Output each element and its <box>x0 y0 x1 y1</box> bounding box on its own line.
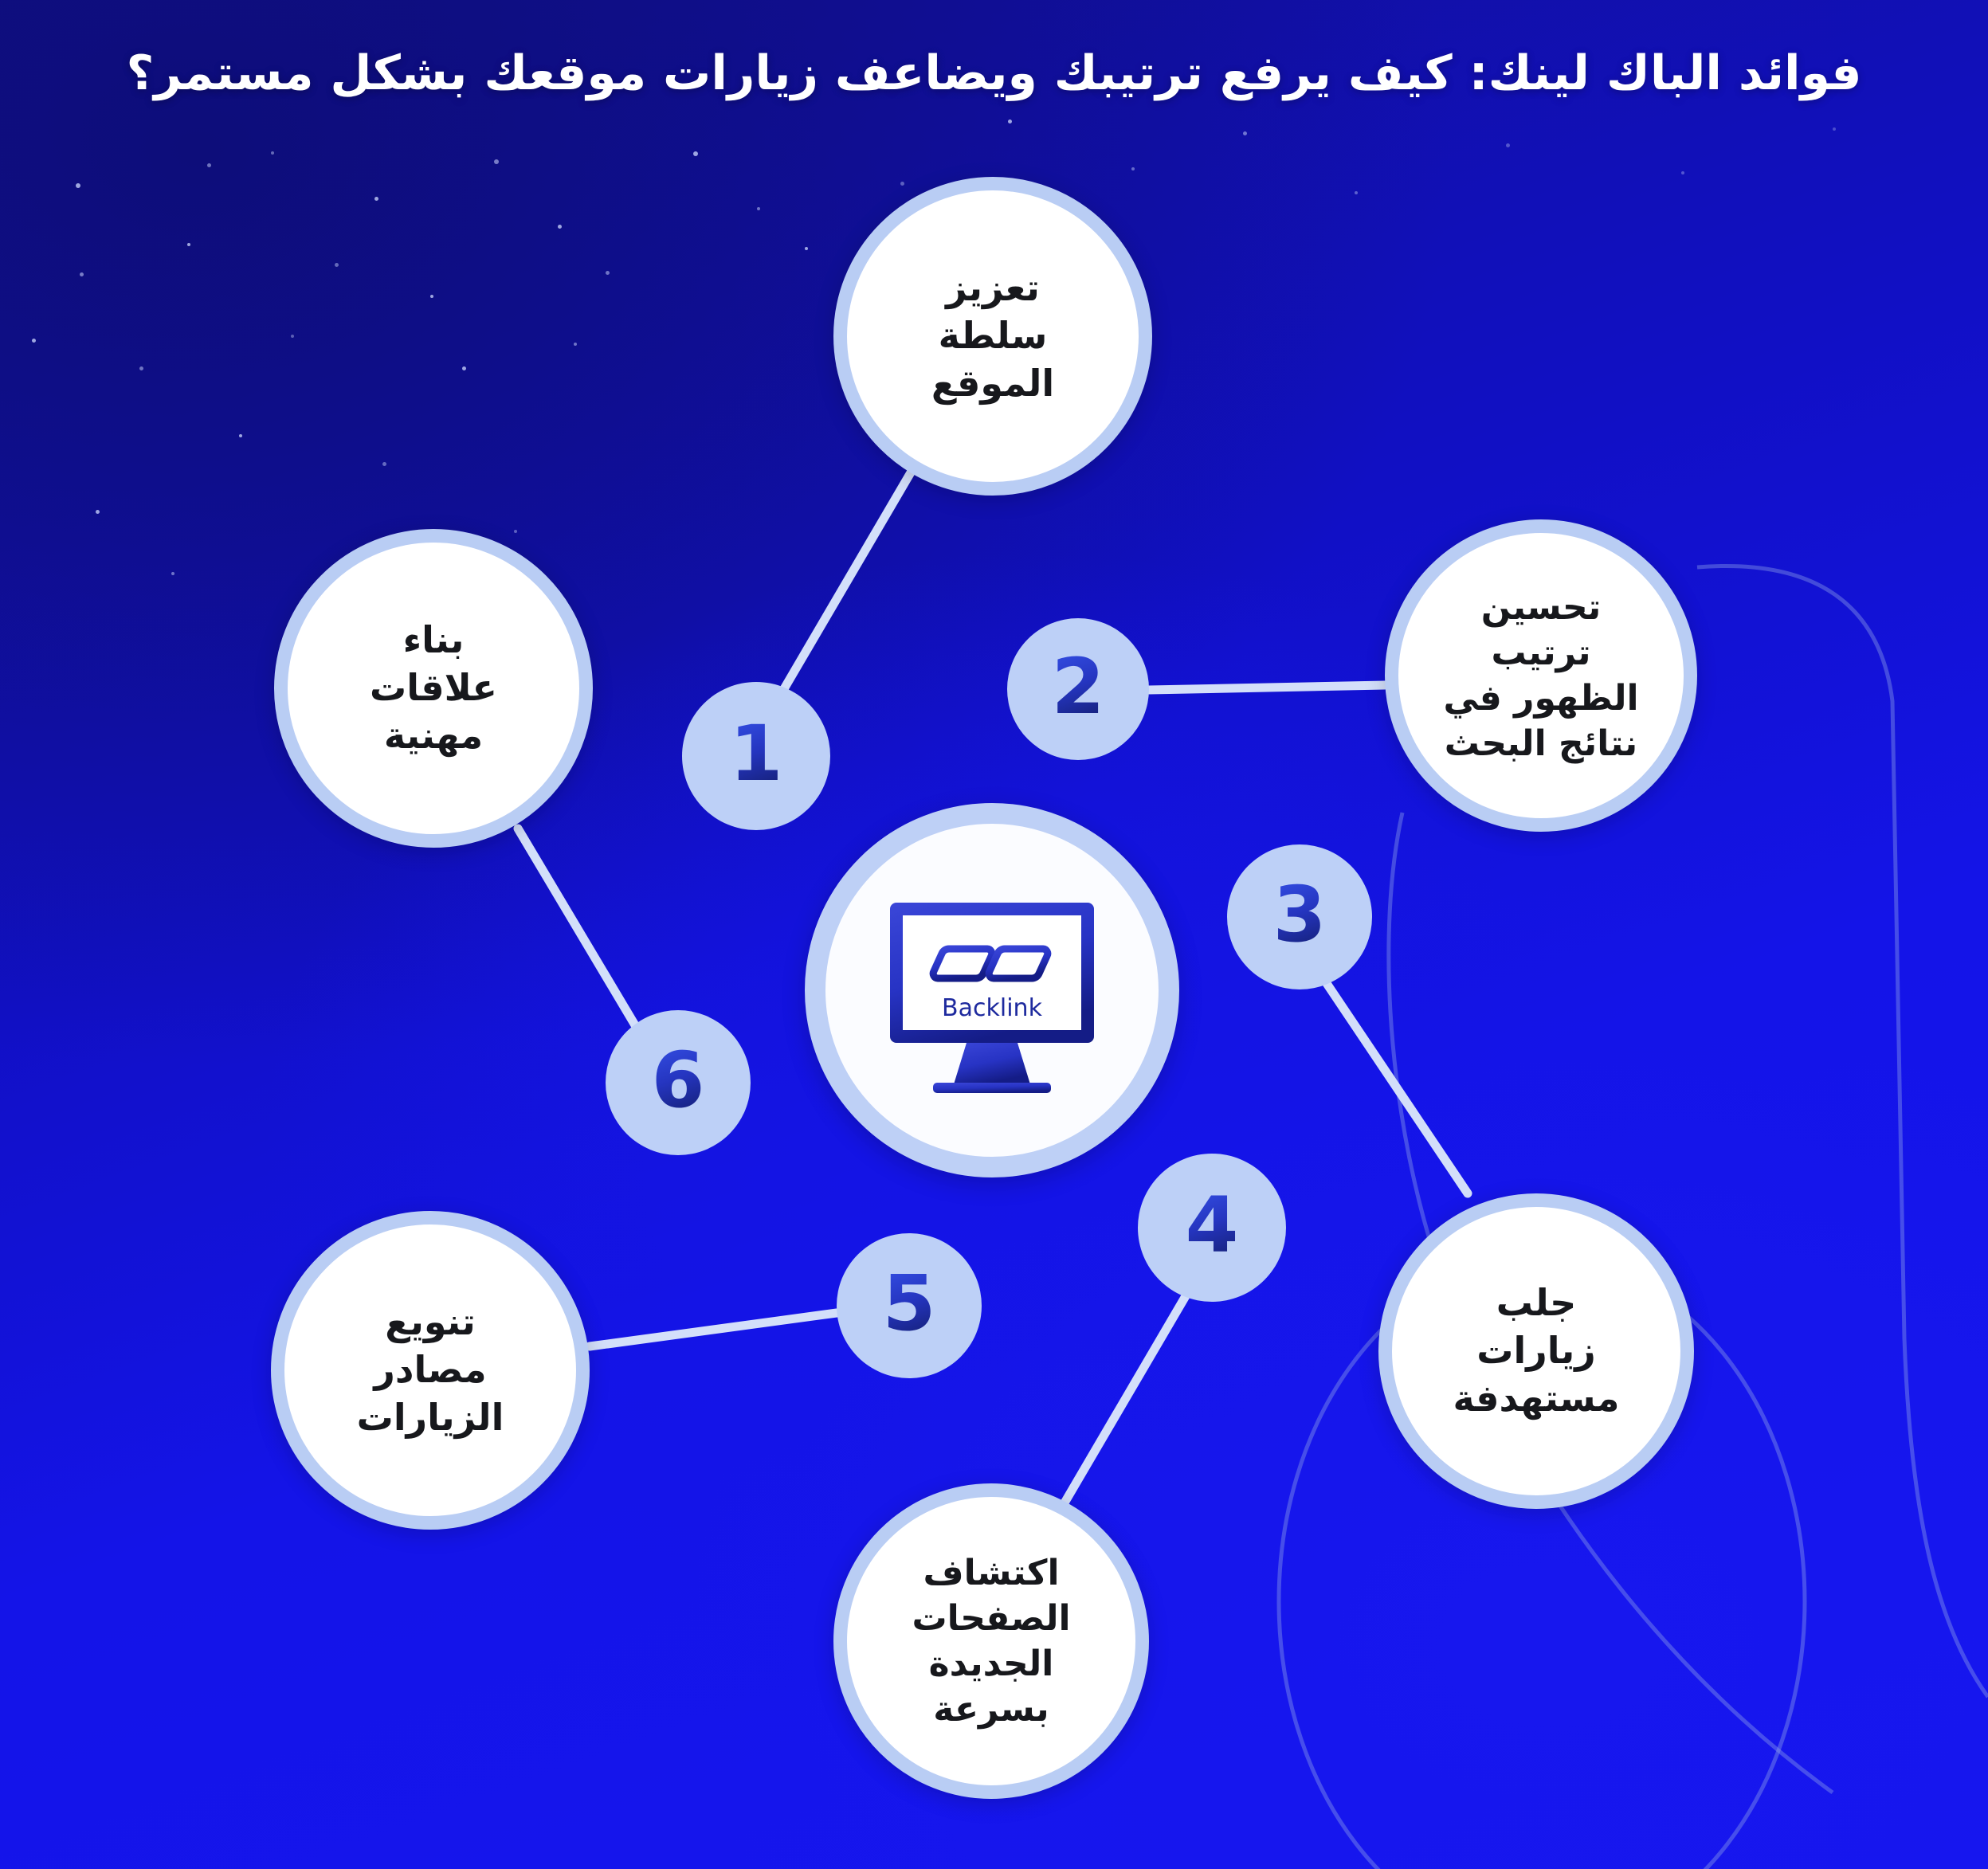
connector-4-to-node-4 <box>1053 1286 1194 1518</box>
node-diversify-traffic-sources[interactable]: تنويع مصادر الزيارات <box>271 1211 590 1530</box>
node-targeted-traffic[interactable]: جلب زيارات مستهدفة <box>1378 1193 1694 1509</box>
node-label: تحسين ترتيب الظهور في نتائج البحث <box>1443 586 1639 765</box>
chain-link-icon <box>929 945 1052 982</box>
node-label: تنويع مصادر الزيارات <box>356 1300 504 1439</box>
badge-number: 1 <box>729 709 783 798</box>
connector-5-to-node-5 <box>585 1308 841 1351</box>
node-boost-site-authority[interactable]: تعزيز سلطة الموقع <box>833 177 1152 496</box>
node-build-professional-relations[interactable]: بناء علاقات مهنية <box>274 529 593 848</box>
node-improve-search-ranking[interactable]: تحسين ترتيب الظهور في نتائج البحث <box>1385 519 1697 832</box>
badge-number: 6 <box>651 1036 705 1125</box>
badge-6[interactable]: 6 <box>606 1010 751 1155</box>
connector-3-to-node-3 <box>1313 966 1472 1198</box>
node-label: بناء علاقات مهنية <box>370 618 497 757</box>
monitor-base <box>933 1083 1051 1093</box>
backlink-caption: Backlink <box>942 994 1043 1022</box>
node-fast-page-discovery[interactable]: اكتشاف الصفحات الجديدة بسرعة <box>833 1483 1149 1799</box>
center-hub[interactable]: Backlink <box>805 803 1179 1177</box>
badge-5[interactable]: 5 <box>837 1233 982 1378</box>
page-title: فوائد الباك لينك: كيف يرفع ترتيبك ويضاعف… <box>126 45 1862 101</box>
connector-2-to-node-2 <box>1144 680 1390 695</box>
badge-number: 2 <box>1051 642 1105 731</box>
badge-number: 4 <box>1185 1181 1239 1270</box>
monitor-backlink-svg: Backlink <box>890 903 1094 1093</box>
monitor-neck <box>954 1043 1030 1084</box>
node-label: تعزيز سلطة الموقع <box>931 266 1055 405</box>
node-label: اكتشاف الصفحات الجديدة بسرعة <box>912 1552 1071 1730</box>
badge-2[interactable]: 2 <box>1007 618 1149 760</box>
badge-number: 5 <box>882 1259 936 1348</box>
badge-number: 3 <box>1272 870 1327 959</box>
node-label: جلب زيارات مستهدفة <box>1453 1281 1620 1420</box>
decor-rounded-rect-outline <box>1696 564 1988 1699</box>
connector-1-to-node-1 <box>772 464 918 706</box>
badge-3[interactable]: 3 <box>1227 844 1372 989</box>
badge-4[interactable]: 4 <box>1138 1154 1286 1302</box>
connector-6-to-node-6 <box>513 824 652 1050</box>
badge-1[interactable]: 1 <box>682 682 830 830</box>
monitor-backlink-icon: Backlink <box>872 871 1112 1110</box>
